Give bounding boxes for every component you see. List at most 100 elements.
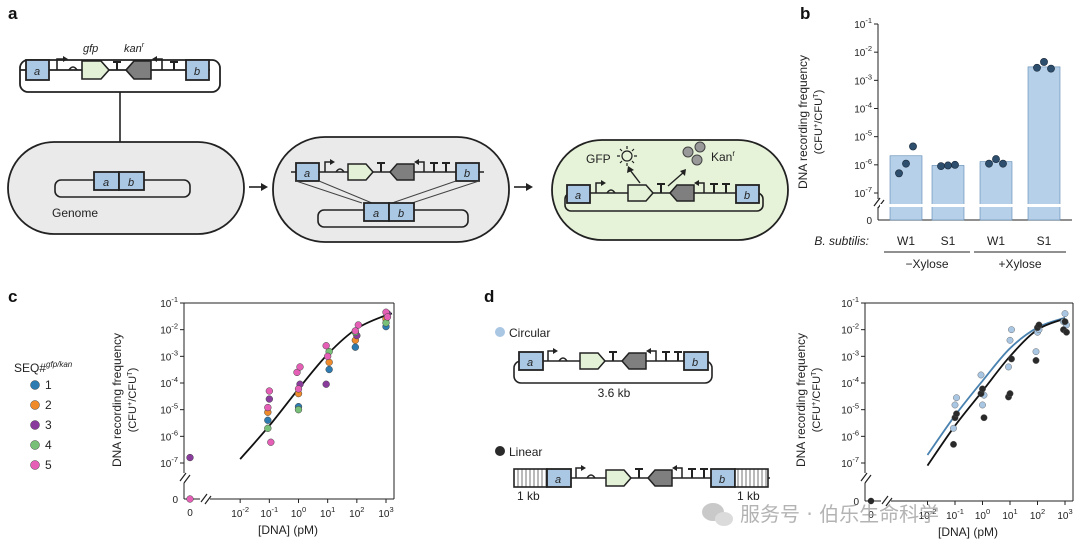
cell2-b: b xyxy=(464,168,470,180)
kan-protein-icon xyxy=(682,141,706,166)
data-point xyxy=(1008,326,1015,334)
circular-size: 3.6 kb xyxy=(598,386,631,400)
x-tick-label: 10-1 xyxy=(260,505,278,520)
cell2-a: a xyxy=(304,168,310,180)
y-tick-label: 10-2 xyxy=(160,322,178,337)
x-tick-label: 10-2 xyxy=(919,507,937,522)
y-axis-label: DNA recording frequency(CFU+/CFUT) xyxy=(110,333,139,467)
data-point xyxy=(383,313,392,321)
x-tick-label: 100 xyxy=(975,507,990,522)
y-tick-label-zero: 0 xyxy=(853,497,859,508)
data-point xyxy=(937,162,945,171)
ylabel-text: DNA recording frequency xyxy=(110,333,124,467)
bar xyxy=(1027,66,1061,221)
kan-gene xyxy=(124,60,152,80)
data-point xyxy=(294,385,303,393)
x-tick-label: 102 xyxy=(1030,507,1045,522)
ylabel-text: DNA recording frequency xyxy=(794,333,808,467)
genome-label: Genome xyxy=(52,206,98,220)
category-label: W1 xyxy=(987,234,1005,248)
cell3-b: b xyxy=(744,190,750,202)
gfp-gene xyxy=(81,60,111,80)
linear-flank-right: 1 kb xyxy=(737,489,760,503)
data-point xyxy=(951,160,959,169)
data-point xyxy=(264,424,272,432)
cell3-a: a xyxy=(575,190,581,202)
break-band xyxy=(880,204,1072,207)
panel-label-c: c xyxy=(8,287,17,306)
data-point xyxy=(354,321,362,329)
box-b xyxy=(185,59,210,81)
category-label: W1 xyxy=(897,234,915,248)
data-point-zero xyxy=(186,495,194,503)
kan-product-label: Kanr xyxy=(711,149,735,164)
data-point xyxy=(324,352,332,360)
y-tick-label: 10-1 xyxy=(854,16,872,31)
linear-label: Linear xyxy=(509,445,542,459)
y-tick-label: 10-2 xyxy=(854,44,872,59)
y-axis-break xyxy=(860,472,872,484)
data-point xyxy=(1063,328,1070,336)
panel-label-b: b xyxy=(800,4,810,23)
data-point xyxy=(265,395,273,403)
data-point xyxy=(1033,63,1041,72)
legend-title: SEQ#gfp/kan xyxy=(14,360,73,375)
legend-marker xyxy=(30,440,40,450)
sun-icon xyxy=(617,146,637,166)
data-point xyxy=(296,363,304,371)
panel-label-a: a xyxy=(8,4,18,23)
data-point xyxy=(953,410,960,418)
y-tick-label: 10-2 xyxy=(841,322,859,337)
data-point xyxy=(1006,390,1014,398)
y-tick-label: 10-5 xyxy=(160,402,178,417)
legend-label: 2 xyxy=(45,398,52,412)
category-label: S1 xyxy=(941,234,956,248)
data-point xyxy=(1006,336,1014,344)
y-tick-label: 10-7 xyxy=(160,455,178,470)
data-point xyxy=(1061,310,1069,318)
group-label: +Xylose xyxy=(998,257,1041,271)
data-point xyxy=(953,394,960,402)
data-point xyxy=(322,342,330,350)
linear-construct: Linear a b 1 kb 1 kb xyxy=(495,445,770,503)
data-point xyxy=(1005,363,1012,371)
category-label: S1 xyxy=(1037,234,1052,248)
bar xyxy=(931,165,965,221)
x-axis-break xyxy=(881,495,893,507)
data-point xyxy=(322,380,330,388)
data-point-zero xyxy=(867,497,875,505)
y-tick-label-zero: 0 xyxy=(172,495,178,506)
cell-3: GFP Kanr a b xyxy=(551,139,789,241)
data-point xyxy=(1032,357,1040,364)
data-point xyxy=(265,387,273,395)
data-point xyxy=(950,424,957,432)
data-point xyxy=(1032,348,1040,356)
data-point xyxy=(979,401,986,409)
data-point xyxy=(1040,58,1048,66)
bar xyxy=(979,161,1013,221)
data-point xyxy=(267,438,275,446)
genome-a: a xyxy=(103,177,109,189)
y-tick-label-zero: 0 xyxy=(866,216,872,227)
watermark-text: 服务号 · 伯乐生命科学 xyxy=(740,502,939,526)
data-point xyxy=(992,155,1000,163)
linear-a: a xyxy=(555,474,561,486)
data-point xyxy=(895,169,903,178)
y-axis-label: DNA recording frequency(CFU+/CFUT) xyxy=(794,333,823,467)
ylabel-units: (CFU+/CFUT) xyxy=(811,90,825,155)
legend-label: 5 xyxy=(45,458,52,472)
data-point xyxy=(977,371,985,379)
box-a-label: a xyxy=(34,66,40,78)
box-a xyxy=(25,59,50,81)
y-tick-label: 10-7 xyxy=(841,455,859,470)
y-tick-label: 10-5 xyxy=(841,402,859,417)
data-point xyxy=(1061,318,1069,326)
cell2-genome-b: b xyxy=(398,208,404,220)
fit-line xyxy=(926,317,1066,467)
y-tick-label: 10-5 xyxy=(854,129,872,144)
legend-label: 4 xyxy=(45,438,52,452)
